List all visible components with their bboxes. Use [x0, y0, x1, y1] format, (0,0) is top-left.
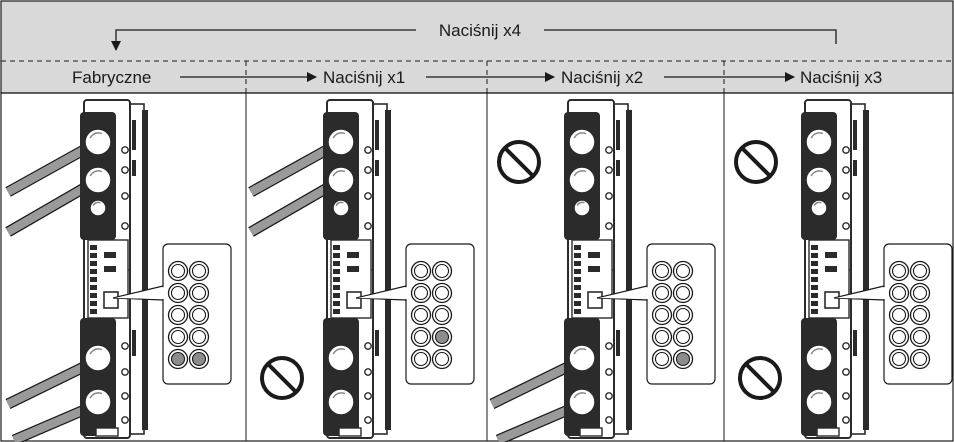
lens-icon [323, 340, 359, 376]
led-off [911, 262, 930, 281]
led-off [911, 306, 930, 325]
lens-icon [80, 124, 116, 160]
led-off [190, 306, 209, 325]
beam-detector-unit [801, 100, 869, 438]
step-label-press-1: Naciśnij x1 [323, 68, 405, 87]
panel-1 [251, 100, 474, 438]
cycle-label: Naciśnij x4 [439, 21, 521, 40]
led-off [433, 262, 452, 281]
lens-icon [806, 195, 832, 221]
lens-icon [564, 340, 600, 376]
lens-icon [564, 384, 600, 420]
step-label-press-3: Naciśnij x3 [800, 68, 882, 87]
lens-icon [801, 384, 837, 420]
panel-0 [8, 100, 231, 440]
led-off [890, 350, 909, 369]
led-off [674, 328, 693, 347]
lens-icon [80, 384, 116, 420]
led-off [412, 262, 431, 281]
prohibited-icon [262, 358, 302, 398]
step-label-press-2: Naciśnij x2 [561, 68, 643, 87]
led-off [653, 350, 672, 369]
lens-icon [564, 162, 600, 198]
led-off [412, 284, 431, 303]
led-lit [169, 350, 188, 369]
led-off [169, 262, 188, 281]
led-off [412, 328, 431, 347]
prohibited-icon [736, 142, 776, 182]
lens-icon [801, 124, 837, 160]
led-off [190, 262, 209, 281]
prohibited-icon [499, 142, 539, 182]
lens-icon [85, 195, 111, 221]
led-off [890, 306, 909, 325]
led-off [890, 284, 909, 303]
led-off [412, 306, 431, 325]
led-off [433, 306, 452, 325]
panel-2 [492, 100, 715, 440]
led-lit [674, 350, 693, 369]
lens-icon [323, 384, 359, 420]
led-off [890, 328, 909, 347]
beam-detector-unit [80, 100, 148, 438]
led-off [890, 262, 909, 281]
led-off [190, 328, 209, 347]
led-off [911, 350, 930, 369]
lens-icon [564, 124, 600, 160]
led-off [911, 284, 930, 303]
led-off [653, 284, 672, 303]
led-off [169, 306, 188, 325]
led-off [653, 328, 672, 347]
device-panels [8, 100, 952, 440]
lens-icon [328, 195, 354, 221]
lens-icon [801, 340, 837, 376]
lens-icon [801, 162, 837, 198]
lens-icon [80, 162, 116, 198]
led-off [412, 350, 431, 369]
led-off [653, 306, 672, 325]
prohibited-icon [740, 358, 780, 398]
led-off [674, 284, 693, 303]
led-off [911, 328, 930, 347]
led-off [433, 284, 452, 303]
step-label-factory: Fabryczne [72, 68, 151, 87]
lens-icon [323, 162, 359, 198]
beam-detector-unit [323, 100, 391, 438]
led-lit [433, 328, 452, 347]
led-off [653, 262, 672, 281]
led-off [169, 284, 188, 303]
led-off [433, 350, 452, 369]
beam-detector-unit [564, 100, 632, 438]
led-off [190, 284, 209, 303]
panel-3 [736, 100, 952, 438]
led-off [169, 328, 188, 347]
led-off [674, 262, 693, 281]
lens-icon [569, 195, 595, 221]
led-off [674, 306, 693, 325]
lens-icon [80, 340, 116, 376]
lens-icon [323, 124, 359, 160]
led-lit [190, 350, 209, 369]
